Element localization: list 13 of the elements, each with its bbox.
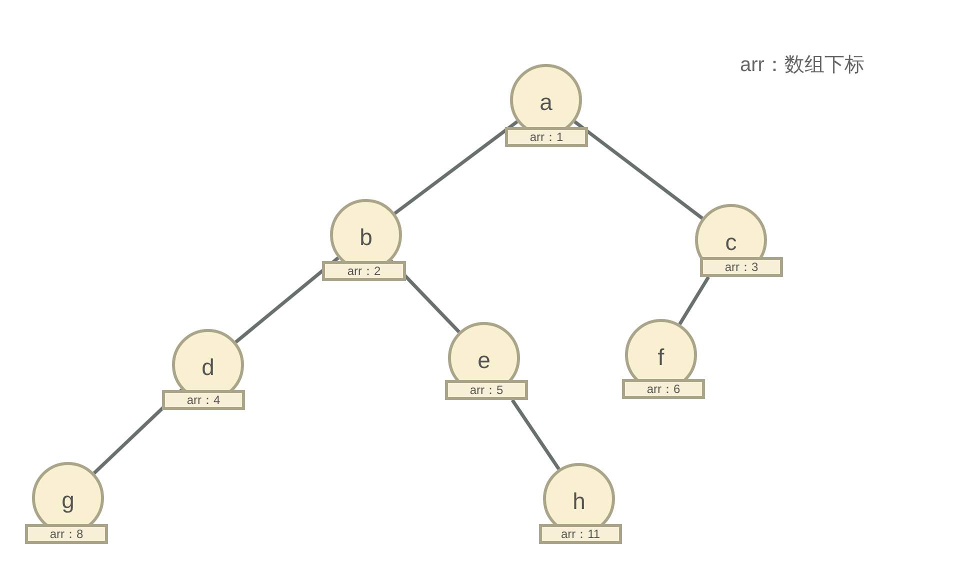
index-tag: arr：4 bbox=[162, 390, 245, 410]
index-tag: arr：5 bbox=[445, 380, 528, 400]
index-tag: arr：3 bbox=[700, 257, 783, 277]
note-text: arr：数组下标 bbox=[740, 53, 864, 78]
connector-line bbox=[678, 276, 710, 326]
connector-line bbox=[394, 120, 518, 215]
index-tag: arr：2 bbox=[322, 261, 406, 281]
index-tag: arr：11 bbox=[539, 524, 622, 544]
connector-line bbox=[574, 120, 704, 220]
index-tag: arr：8 bbox=[25, 524, 108, 544]
index-tag: arr：6 bbox=[622, 379, 705, 399]
connector-line bbox=[510, 399, 560, 470]
connector-line bbox=[234, 256, 340, 344]
